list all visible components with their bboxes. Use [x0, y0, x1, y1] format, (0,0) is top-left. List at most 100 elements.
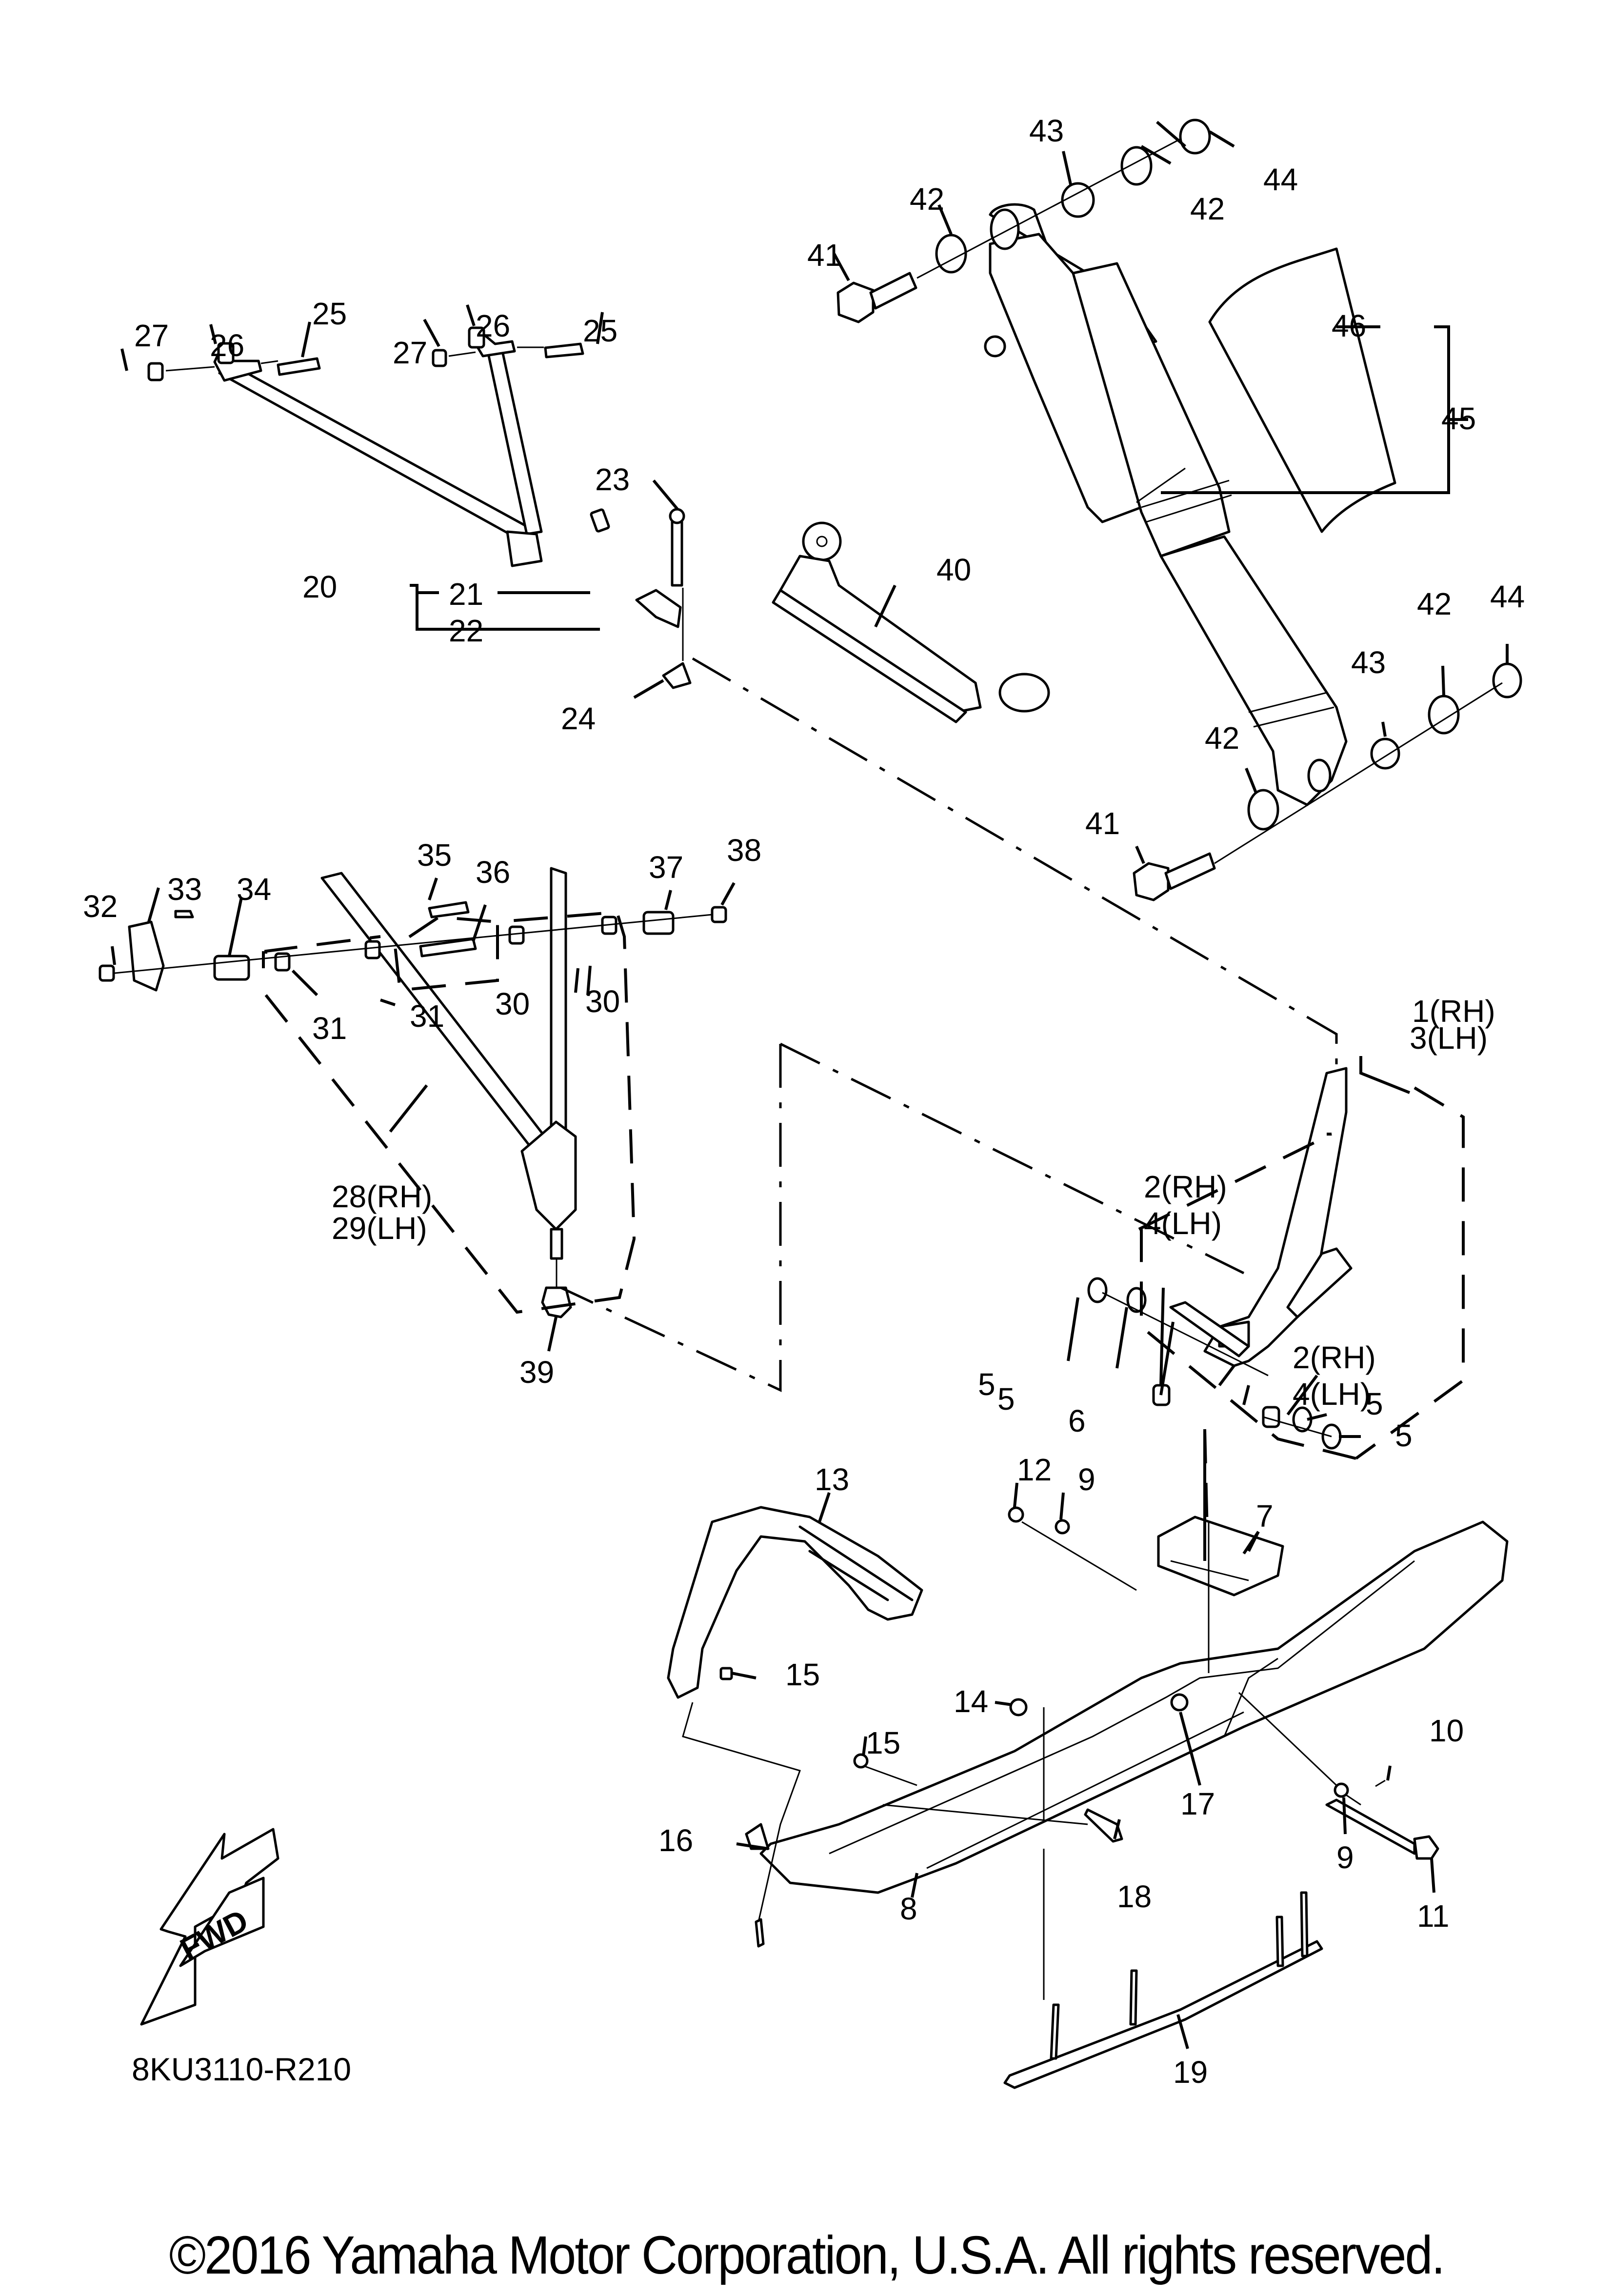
callout-22: 22 [449, 613, 483, 648]
nut-24[interactable] [662, 662, 692, 689]
washer-42-lower-b[interactable] [1428, 695, 1460, 735]
collar-26-right[interactable] [468, 326, 485, 349]
callout-35: 35 [417, 838, 452, 873]
washer-42-upper[interactable] [935, 234, 967, 274]
bushing-31-left[interactable] [274, 952, 291, 972]
part-8-ski[interactable] [759, 1520, 1509, 1894]
callout-12: 12 [1017, 1452, 1052, 1487]
callout-45: 45 [1441, 401, 1476, 436]
bolt-35[interactable] [174, 901, 470, 918]
shock-body[interactable] [1072, 262, 1231, 558]
part-7-bumper[interactable] [1157, 1516, 1284, 1597]
bolt-23[interactable] [671, 516, 683, 587]
callout-42: 42 [1417, 586, 1452, 621]
pin-10[interactable] [1375, 1779, 1386, 1787]
callout-25: 25 [312, 296, 347, 331]
part-19-runner[interactable] [1003, 1940, 1323, 2089]
nut-27-left[interactable] [147, 362, 164, 381]
callout-13: 13 [815, 1462, 849, 1497]
washer-9-lower[interactable] [1334, 1782, 1349, 1798]
nut-27-right[interactable] [432, 349, 447, 367]
callout-1: 1(RH) [1412, 994, 1495, 1029]
collar-6[interactable] [1169, 1301, 1250, 1358]
callout-9: 9 [1336, 1840, 1354, 1875]
callout-39: 39 [519, 1355, 554, 1390]
diagram-code: 8KU3110-R210 [132, 2051, 351, 2087]
callout-27: 27 [393, 335, 427, 370]
bushing-31-right[interactable] [364, 940, 381, 959]
shock-adjuster-bolt [984, 335, 1006, 358]
callout-31: 31 [410, 998, 444, 1034]
nut-39[interactable] [541, 1286, 572, 1318]
bushing-30-left[interactable] [508, 925, 525, 945]
ski-assembly [667, 1429, 1509, 2089]
bolt-25-left[interactable] [277, 357, 321, 376]
nut-15-lower[interactable] [853, 1753, 869, 1769]
washer-42-upper-b[interactable] [1120, 146, 1153, 186]
callout-14: 14 [954, 1684, 988, 1719]
nut-44-lower[interactable] [1492, 662, 1522, 699]
nut-14[interactable] [1009, 1698, 1028, 1717]
callout-11: 11 [1417, 1898, 1449, 1934]
washer-5-a[interactable] [1087, 1277, 1108, 1303]
callout-43: 43 [1029, 113, 1064, 148]
callout-18: 18 [1117, 1879, 1152, 1914]
part-1-spindle[interactable] [1203, 1067, 1348, 1367]
callout-29: 29(LH) [332, 1211, 427, 1246]
callout-21: 21 [449, 577, 483, 612]
callout-30: 30 [495, 986, 530, 1021]
bracket-33[interactable] [128, 920, 165, 992]
part-20-upper-arm[interactable] [218, 362, 538, 548]
part-13-handle[interactable] [667, 1506, 923, 1699]
callout-41: 41 [1085, 806, 1120, 841]
callout-9: 9 [1078, 1462, 1095, 1497]
upper-a-arm-assembly [120, 304, 692, 699]
bolt-41-upper[interactable] [836, 272, 917, 323]
callout-42: 42 [910, 181, 944, 217]
nut-21[interactable] [590, 508, 610, 533]
collar-37[interactable] [642, 911, 675, 935]
collar-26-left[interactable] [217, 342, 235, 364]
nut-44-upper[interactable] [1179, 119, 1211, 155]
callout-8: 8 [900, 1891, 917, 1926]
shock-lower-tube[interactable] [1159, 535, 1348, 806]
callout-25: 25 [583, 313, 617, 348]
bolt-18[interactable] [1084, 1808, 1123, 1843]
callout-38: 38 [727, 833, 761, 868]
callout-46: 46 [1332, 308, 1366, 343]
callout-36: 36 [476, 855, 510, 890]
bolt-36[interactable] [419, 938, 477, 958]
callout-27: 27 [134, 318, 169, 353]
callout-4: 4(LH) [1293, 1377, 1371, 1412]
collar-34[interactable] [213, 955, 250, 981]
callout-40: 40 [936, 552, 971, 587]
washer-17[interactable] [1170, 1693, 1189, 1712]
callout-30: 30 [585, 984, 620, 1019]
callout-5: 5 [1366, 1386, 1383, 1421]
callout-44: 44 [1490, 579, 1525, 614]
bushing-43-upper[interactable] [1061, 182, 1095, 218]
shock-lower-eye-hole [1307, 759, 1332, 793]
callout-26: 26 [210, 328, 244, 363]
centerline-upper-arm-to-spindle [692, 657, 1338, 1073]
bolt-41-lower[interactable] [1133, 852, 1216, 901]
callout-34: 34 [237, 872, 271, 907]
part-40-shock-pump[interactable] [772, 521, 1050, 723]
washer-42-lower[interactable] [1247, 789, 1279, 831]
centerline-lower-arm-to-spindle [560, 1042, 1245, 1392]
nut-15-upper[interactable] [719, 1667, 733, 1680]
bushing-43-lower[interactable] [1370, 738, 1400, 770]
callout-4: 4(LH) [1144, 1206, 1222, 1241]
nut-32[interactable] [99, 964, 115, 982]
callout-15: 15 [866, 1725, 900, 1760]
bolt-25-right[interactable] [544, 342, 584, 359]
ball-joint-stud [550, 1228, 563, 1260]
nut-12[interactable] [1008, 1506, 1024, 1523]
nut-38[interactable] [711, 906, 727, 923]
rod-end-22[interactable] [635, 589, 682, 628]
part-46-sleeve[interactable] [1208, 247, 1396, 533]
copyright-notice: ©2016 Yamaha Motor Corporation, U.S.A. A… [169, 2225, 1445, 2285]
callout-42: 42 [1190, 191, 1225, 226]
washer-9-upper[interactable] [1055, 1519, 1070, 1535]
